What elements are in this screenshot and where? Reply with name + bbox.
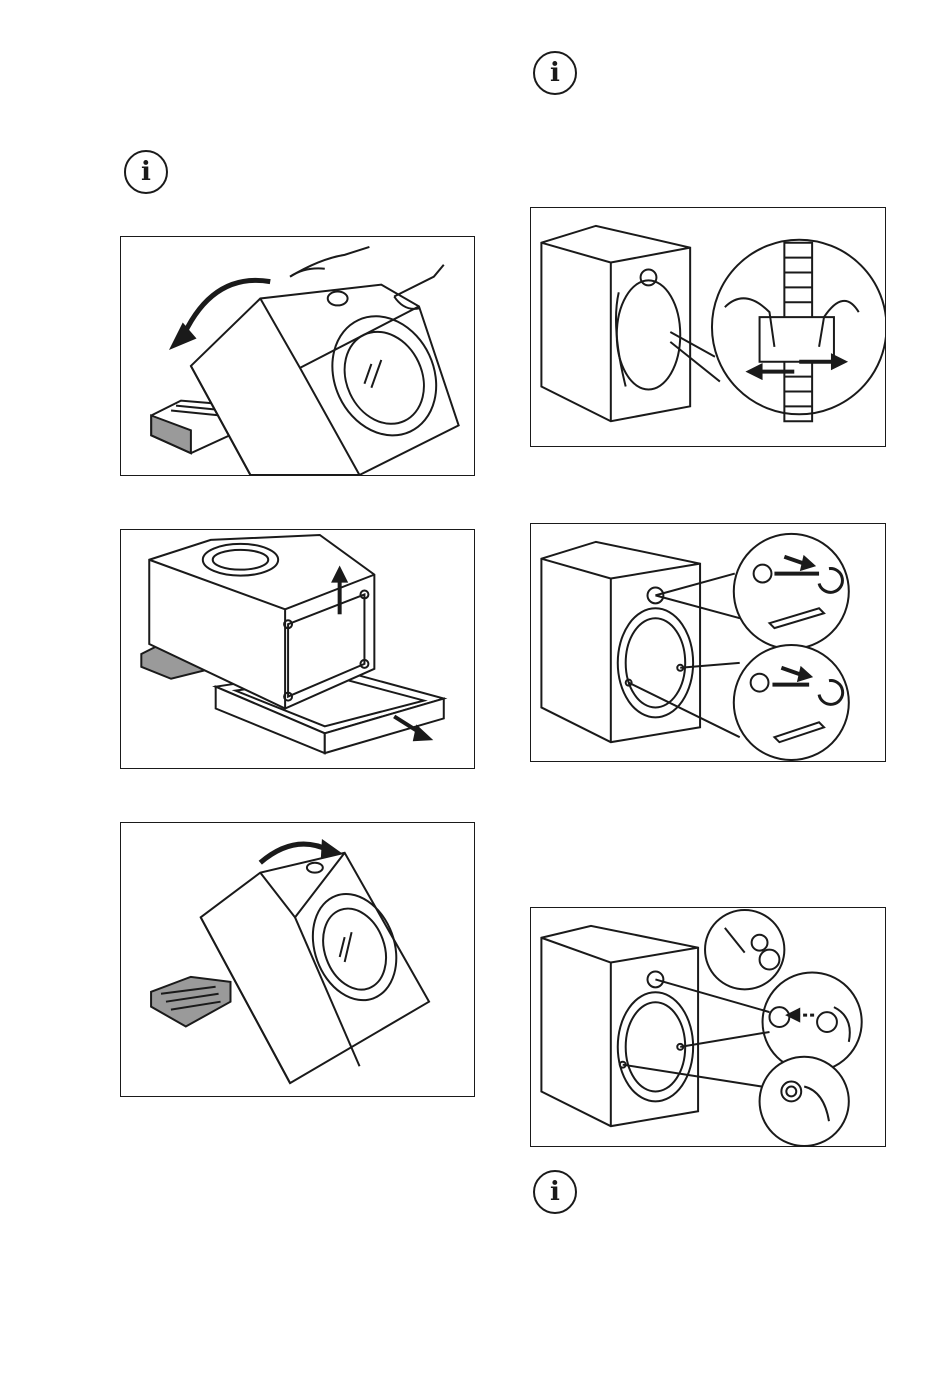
figure-remove-hose-clamp (530, 207, 886, 447)
figure-insert-caps-drawing (531, 908, 885, 1146)
figure-remove-base (120, 529, 475, 769)
figure-remove-bolts (530, 523, 886, 762)
figure-remove-bolts-drawing (531, 524, 885, 761)
info-icon: i (533, 1170, 577, 1214)
figure-tilt-forward (120, 822, 475, 1097)
info-icon: i (533, 51, 577, 95)
figure-tilt-back-drawing (121, 237, 474, 475)
figure-remove-base-drawing (121, 530, 474, 768)
figure-remove-hose-clamp-drawing (531, 208, 885, 446)
figure-insert-caps (530, 907, 886, 1147)
info-icon: i (124, 150, 168, 194)
figure-tilt-forward-drawing (121, 823, 474, 1096)
figure-tilt-back (120, 236, 475, 476)
